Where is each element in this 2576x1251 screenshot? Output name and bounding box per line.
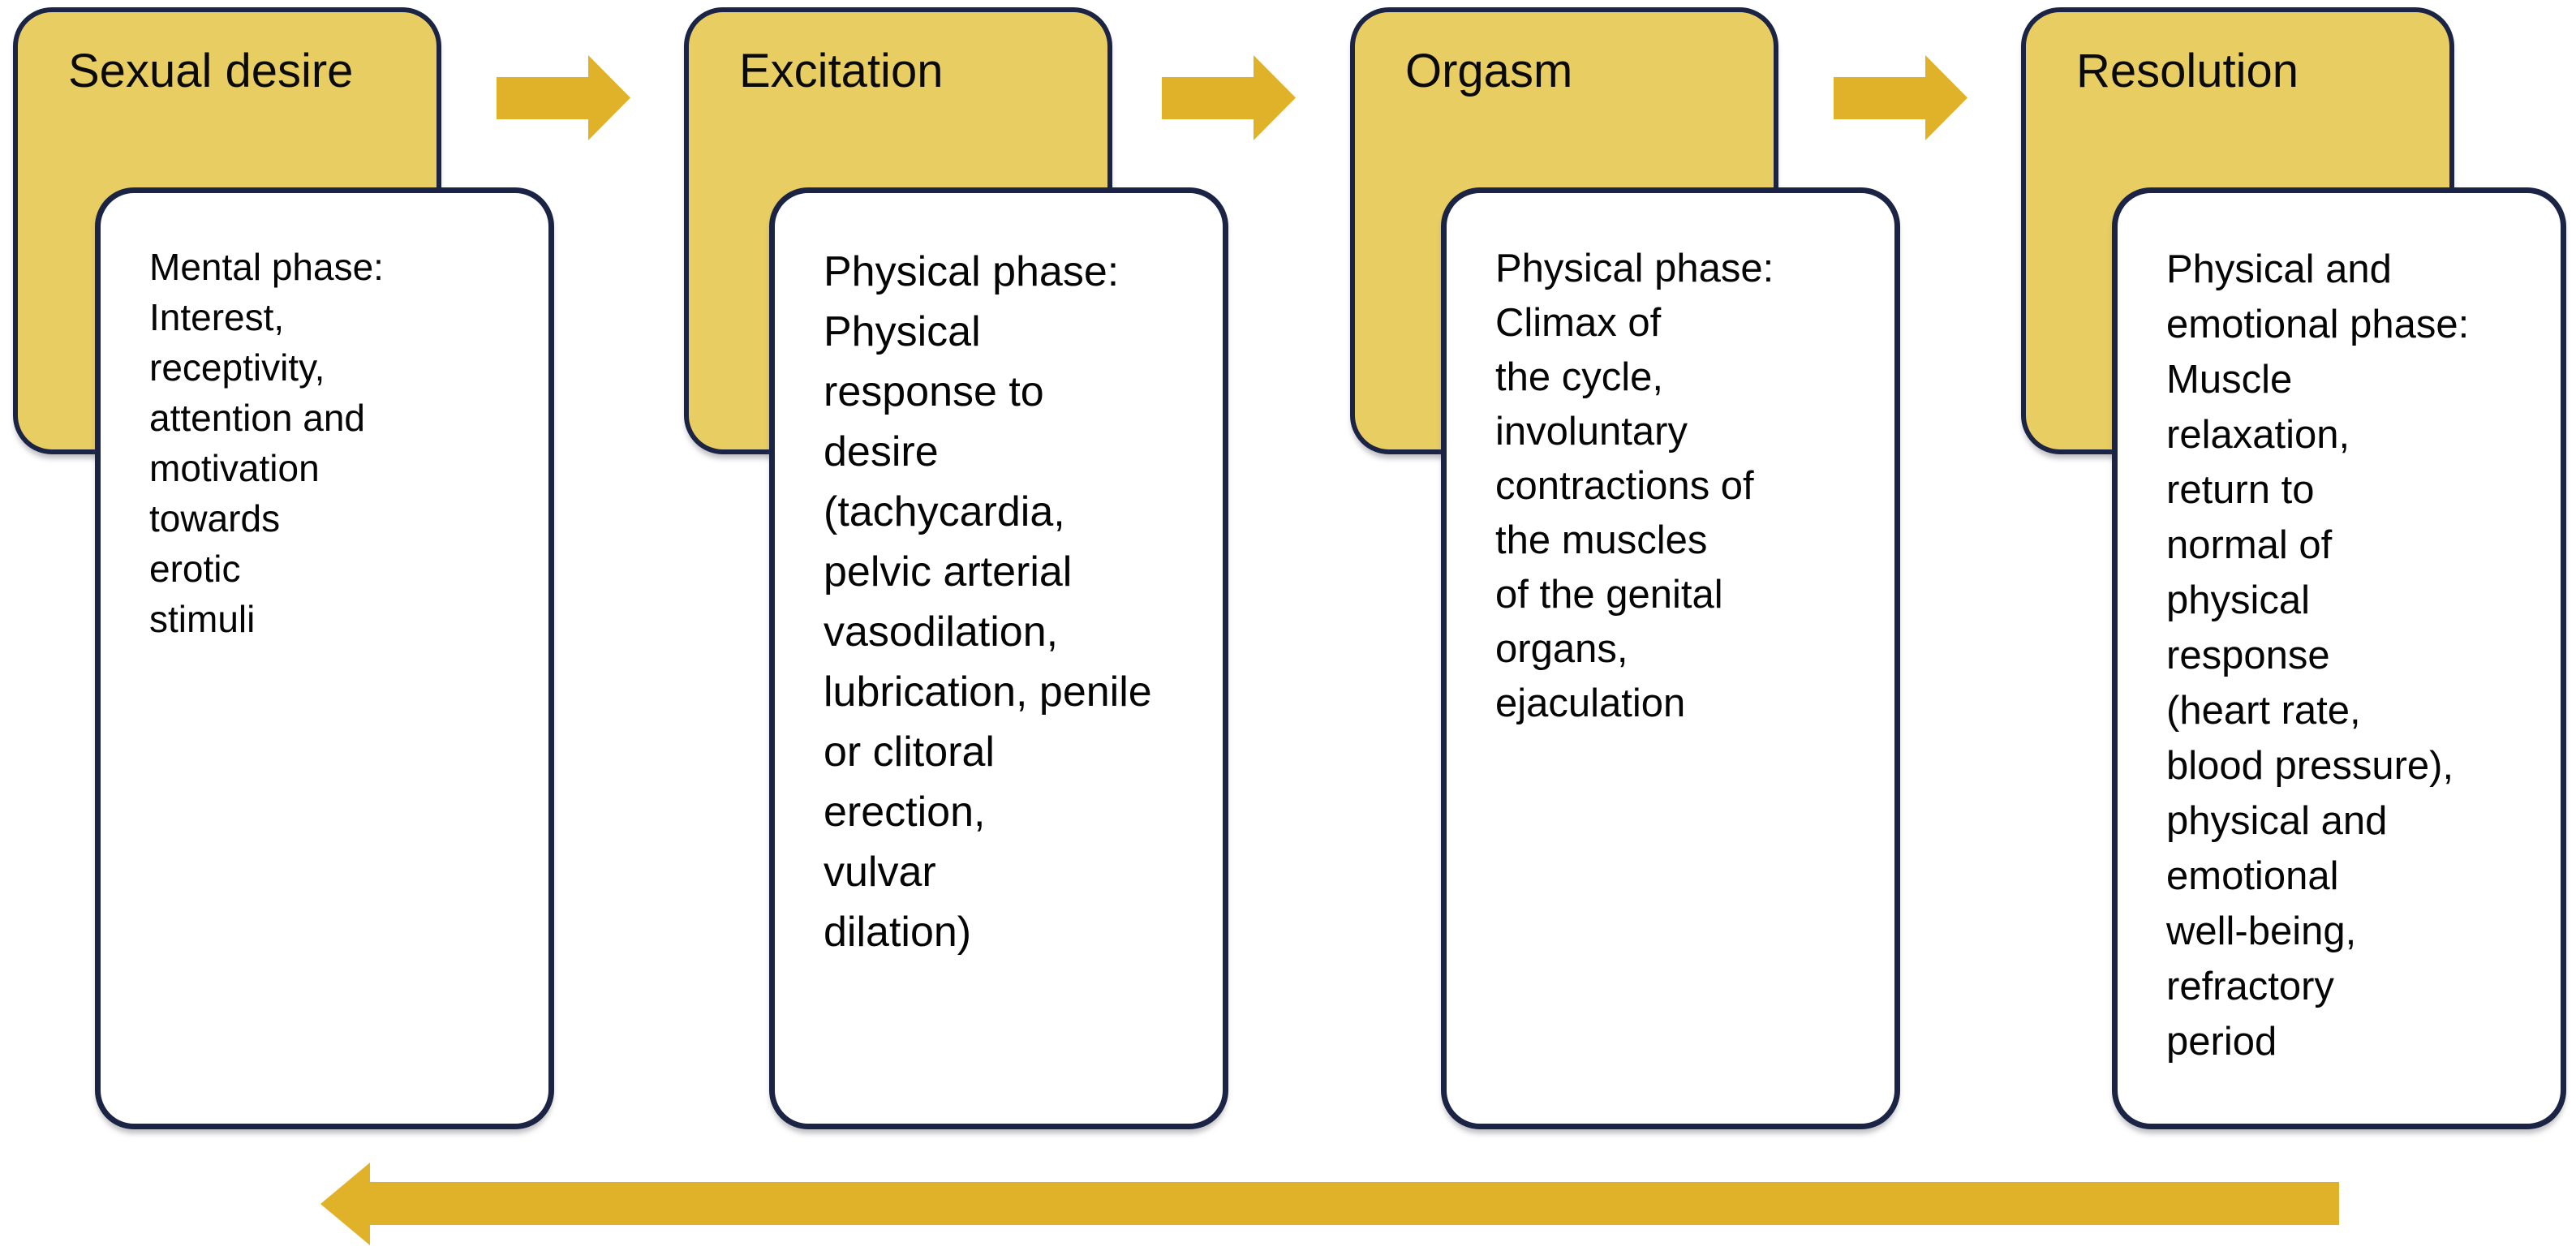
forward-arrow-icon <box>497 55 630 140</box>
stage-header-card: Excitation <box>684 7 1112 454</box>
stage-description: Physical and emotional phase: Muscle rel… <box>2166 247 2470 1064</box>
stage-description-card: Physical phase: Physical response to des… <box>769 187 1228 1129</box>
stage-description-card: Physical phase: Climax of the cycle, inv… <box>1441 187 1900 1129</box>
stage-header-card: Orgasm <box>1350 7 1778 454</box>
forward-arrow-icon <box>1162 55 1296 140</box>
stage-header-card: Resolution <box>2021 7 2454 454</box>
stage-description: Physical phase: Physical response to des… <box>824 248 1152 956</box>
stage-title: Excitation <box>739 45 944 97</box>
stage-title: Sexual desire <box>68 45 354 97</box>
stage-header-card: Sexual desire <box>13 7 441 454</box>
stage-title: Resolution <box>2076 45 2299 97</box>
stage-description-card: Mental phase: Interest, receptivity, att… <box>95 187 554 1129</box>
stage-description-card: Physical and emotional phase: Muscle rel… <box>2112 187 2566 1129</box>
stage-description: Mental phase: Interest, receptivity, att… <box>149 246 384 640</box>
stage-title: Orgasm <box>1405 45 1573 97</box>
forward-arrow-icon <box>1834 55 1967 140</box>
stage-description: Physical phase: Climax of the cycle, inv… <box>1495 247 1774 725</box>
return-arrow-icon <box>320 1163 2339 1245</box>
